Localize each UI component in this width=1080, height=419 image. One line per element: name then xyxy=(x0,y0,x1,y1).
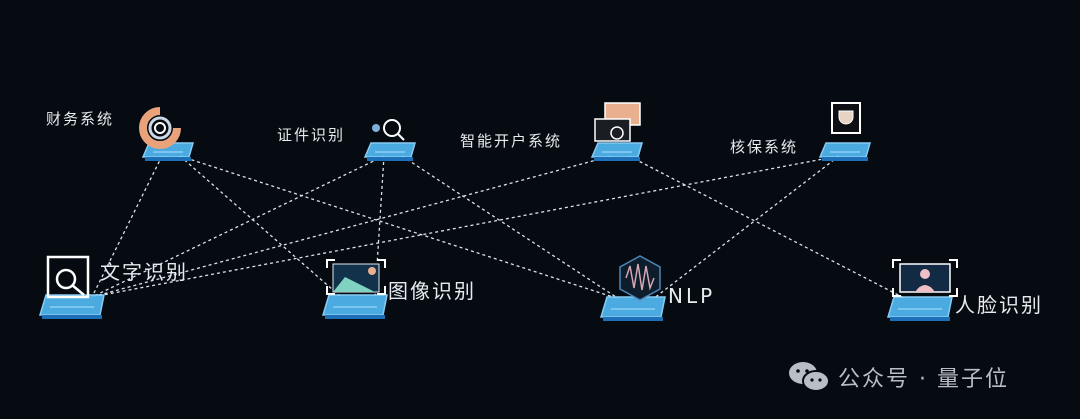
node-label-account-open: 智能开户系统 xyxy=(460,132,563,150)
platform-ocr xyxy=(38,294,105,319)
waveform-hexagon-icon xyxy=(619,255,661,301)
image-icon xyxy=(326,259,386,295)
node-label-face: 人脸识别 xyxy=(955,293,1043,317)
node-label-id-card: 证件识别 xyxy=(277,126,346,144)
person-search-icon xyxy=(372,119,405,141)
connection-line xyxy=(91,155,385,298)
connection-line xyxy=(91,155,163,298)
document-search-icon xyxy=(46,255,90,299)
platform-face xyxy=(886,296,953,321)
platform-image xyxy=(321,294,388,319)
connection-line xyxy=(179,155,620,300)
bank-card-icon xyxy=(594,102,641,142)
watermark-text: 公众号 · 量子位 xyxy=(838,367,1009,392)
connection-line xyxy=(401,155,620,300)
watermark: 公众号 · 量子位 xyxy=(788,360,1009,394)
platform-nlp xyxy=(599,296,666,321)
platform-id_card xyxy=(363,142,416,161)
connection-line xyxy=(652,155,840,300)
platform-account_open xyxy=(590,142,643,161)
ring-chart-icon xyxy=(139,107,181,149)
platform-underwriting xyxy=(818,142,871,161)
node-label-image: 图像识别 xyxy=(388,279,476,303)
connection-line xyxy=(91,155,840,298)
node-label-ocr: 文字识别 xyxy=(100,260,188,284)
node-label-underwriting: 核保系统 xyxy=(730,138,799,156)
node-label-finance: 财务系统 xyxy=(46,110,115,128)
face-portrait-icon xyxy=(892,259,958,297)
connection-line xyxy=(179,155,342,298)
connection-line xyxy=(628,155,907,300)
shield-icon xyxy=(831,102,861,134)
wechat-icon xyxy=(789,362,830,392)
node-label-nlp: NLP xyxy=(668,284,716,308)
